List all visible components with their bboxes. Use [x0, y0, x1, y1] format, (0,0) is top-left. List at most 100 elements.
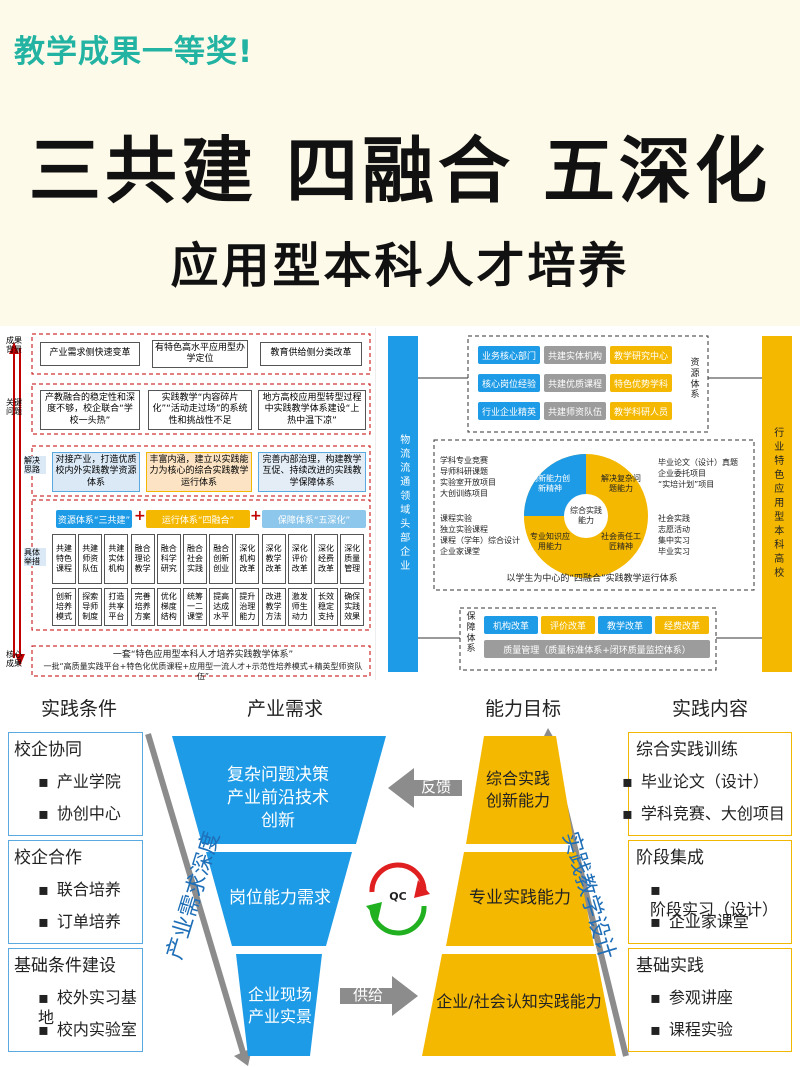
problem-box-1: 产教融合的稳定性和深度不够，校企联合“学校一头热” [40, 390, 140, 430]
activity-2-0: 毕业论文（设计）真题 [658, 458, 738, 467]
guarantee-1: 评价改革 [541, 616, 595, 634]
activity-1-2: 课程（学年）综合设计 [440, 536, 520, 545]
row-label-measures: 具体举措 [24, 548, 46, 567]
system-guarantee: 保障体系“五深化” [262, 510, 366, 528]
hero-banner: 教学成果一等奖! 三共建 四融合 五深化 应用型本科人才培养 [0, 0, 800, 326]
university-column: 行业特色应用型本科高校 [762, 336, 792, 672]
activity-3-3: 毕业实习 [658, 547, 690, 556]
quality-bar: 质量管理（质量标准体系+闭环质量监控体系） [484, 640, 710, 658]
problem-box-2: 实践教学“内容碎片化”“活动走过场”的系统性和挑战性不足 [148, 390, 252, 430]
right-item-2-0: 参观讲座 [650, 988, 790, 1008]
resource-1-2: 特色优势学科 [610, 374, 672, 392]
left-item-0-1: 协创中心 [38, 804, 142, 824]
demand-level-3: 企业现场产业实景 [247, 985, 312, 1026]
idea-box-2: 丰富内涵，建立以实践能力为核心的综合实践教学运行体系 [146, 452, 252, 492]
bg-box-2: 有特色高水平应用型办学定位 [152, 340, 248, 368]
left-group-title-1: 校企合作 [14, 848, 82, 868]
measure-bottom-3: 完善培养方案 [130, 588, 155, 626]
funnel-diagram: 实践条件 产业需求 能力目标 实践内容 复杂问题决策产业前沿技术创新 岗位能力需… [0, 684, 800, 1067]
measure-bottom-8: 改进教学方法 [261, 588, 286, 626]
header-content: 实践内容 [671, 698, 748, 720]
measure-top-0: 共建特色课程 [52, 534, 76, 584]
row-label-background: 成果背景 [6, 336, 22, 355]
ability-level-1: 综合实践创新能力 [485, 769, 550, 810]
measure-top-9: 深化评价改革 [287, 534, 312, 584]
resource-2-0: 行业企业精英 [478, 402, 540, 420]
measure-top-1: 共建师资队伍 [78, 534, 103, 584]
activity-2-1: 企业委托项目 [658, 469, 706, 478]
measure-top-10: 深化经费改革 [314, 534, 338, 584]
measure-top-2: 共建实体机构 [104, 534, 129, 584]
guarantee-3: 经费改革 [655, 616, 709, 634]
wheel-part-4: 社会责任工匠精神 [601, 532, 641, 551]
header-conditions: 实践条件 [40, 698, 117, 720]
row-label-ideas: 解决思路 [24, 456, 46, 475]
platform-diagram: 物流流通领域头部企业 行业特色应用型本科高校 资源体系 创新能力创新精神 解决复… [376, 328, 800, 680]
guarantee-0: 机构改革 [484, 616, 538, 634]
row-label-problems: 关键问题 [6, 398, 22, 417]
measure-top-4: 融合科学研究 [156, 534, 181, 584]
bg-box-3: 教育供给侧分类改革 [260, 342, 362, 366]
resource-0-0: 业务核心部门 [478, 346, 540, 364]
right-item-0-1: 学科竞赛、大创项目 [622, 804, 788, 824]
bg-box-1: 产业需求侧快速变革 [40, 342, 140, 366]
feedback-label: 反馈 [420, 778, 451, 796]
funnel-shapes [145, 728, 629, 1066]
right-group-title-0: 综合实践训练 [636, 740, 738, 760]
measure-top-11: 深化质量管理 [340, 534, 365, 584]
left-item-1-1: 订单培养 [38, 912, 142, 932]
idea-box-3: 完善内部治理，构建教学互促、持续改进的实践教学保障体系 [258, 452, 366, 492]
left-group-title-0: 校企协同 [14, 740, 82, 760]
activity-2-2: “实培计划”项目 [658, 480, 715, 489]
header-ability: 能力目标 [484, 698, 561, 720]
measure-bottom-5: 统筹一二课堂 [183, 588, 207, 626]
demand-level-1: 复杂问题决策产业前沿技术创新 [227, 765, 329, 831]
activity-0-2: 实验室开放项目 [440, 478, 496, 487]
result-line: 一批“高质量实践平台+特色化优质课程+应用型一流人才+示范性培养模式+精英型师资… [43, 662, 363, 681]
wheel-part-3: 专业知识应用能力 [530, 532, 570, 551]
measure-top-5: 融合社会实践 [183, 534, 207, 584]
header-demand: 产业需求 [246, 698, 323, 720]
right-item-1-1: 企业家课堂 [650, 912, 790, 932]
wheel-center: 综合实践能力 [570, 506, 602, 525]
measure-top-7: 深化机构改革 [235, 534, 260, 584]
platform-lines [418, 335, 762, 671]
measure-bottom-4: 优化梯度结构 [156, 588, 181, 626]
plus-sign-1: + [134, 508, 146, 524]
system-operation: 运行体系“四融合” [146, 510, 250, 528]
supply-label: 供给 [352, 986, 383, 1004]
right-group-title-2: 基础实践 [636, 956, 704, 976]
main-title: 三共建 四融合 五深化 [28, 129, 772, 213]
idea-box-1: 对接产业，打造优质校内外实践教学资源体系 [52, 452, 140, 492]
resource-label: 资源体系 [690, 358, 700, 401]
measure-bottom-1: 探索导师制度 [78, 588, 103, 626]
activity-0-3: 大创训练项目 [440, 489, 488, 498]
university-label: 行业特色应用型本科高校 [771, 427, 783, 581]
measure-bottom-0: 创新培养模式 [52, 588, 76, 626]
resource-1-0: 核心岗位经验 [478, 374, 540, 392]
activity-1-3: 企业家课堂 [440, 547, 480, 556]
left-item-0-0: 产业学院 [38, 772, 142, 792]
measure-bottom-7: 提升治理能力 [235, 588, 260, 626]
left-group-title-2: 基础条件建设 [14, 956, 116, 976]
measure-bottom-11: 确保实践效果 [340, 588, 365, 626]
system-resource: 资源体系“三共建” [56, 510, 132, 528]
activity-3-1: 志愿活动 [658, 525, 690, 534]
activity-3-0: 社会实践 [658, 514, 690, 523]
award-tag: 教学成果一等奖! [14, 34, 254, 70]
resource-0-1: 共建实体机构 [544, 346, 606, 364]
resource-1-1: 共建优质课程 [544, 374, 606, 392]
right-item-2-1: 课程实验 [650, 1020, 790, 1040]
measure-top-3: 融合理论教学 [130, 534, 155, 584]
activity-1-1: 独立实验课程 [440, 525, 488, 534]
resource-0-2: 教学研究中心 [610, 346, 672, 364]
resource-2-1: 共建师资队伍 [544, 402, 606, 420]
guarantee-2: 教学改革 [598, 616, 652, 634]
resource-2-2: 教学科研人员 [610, 402, 672, 420]
measure-top-8: 深化教学改革 [261, 534, 286, 584]
activity-3-2: 集中实习 [658, 536, 690, 545]
problem-box-3: 地方高校应用型转型过程中实践教学体系建设“上热中温下凉” [258, 390, 366, 430]
right-group-title-1: 阶段集成 [636, 848, 704, 868]
framework-diagram: 成果背景 关键问题 解决思路 具体举措 核心成果 产业需求侧快速变革 有特色高水… [0, 328, 376, 681]
activity-0-0: 学科专业竞赛 [440, 456, 488, 465]
